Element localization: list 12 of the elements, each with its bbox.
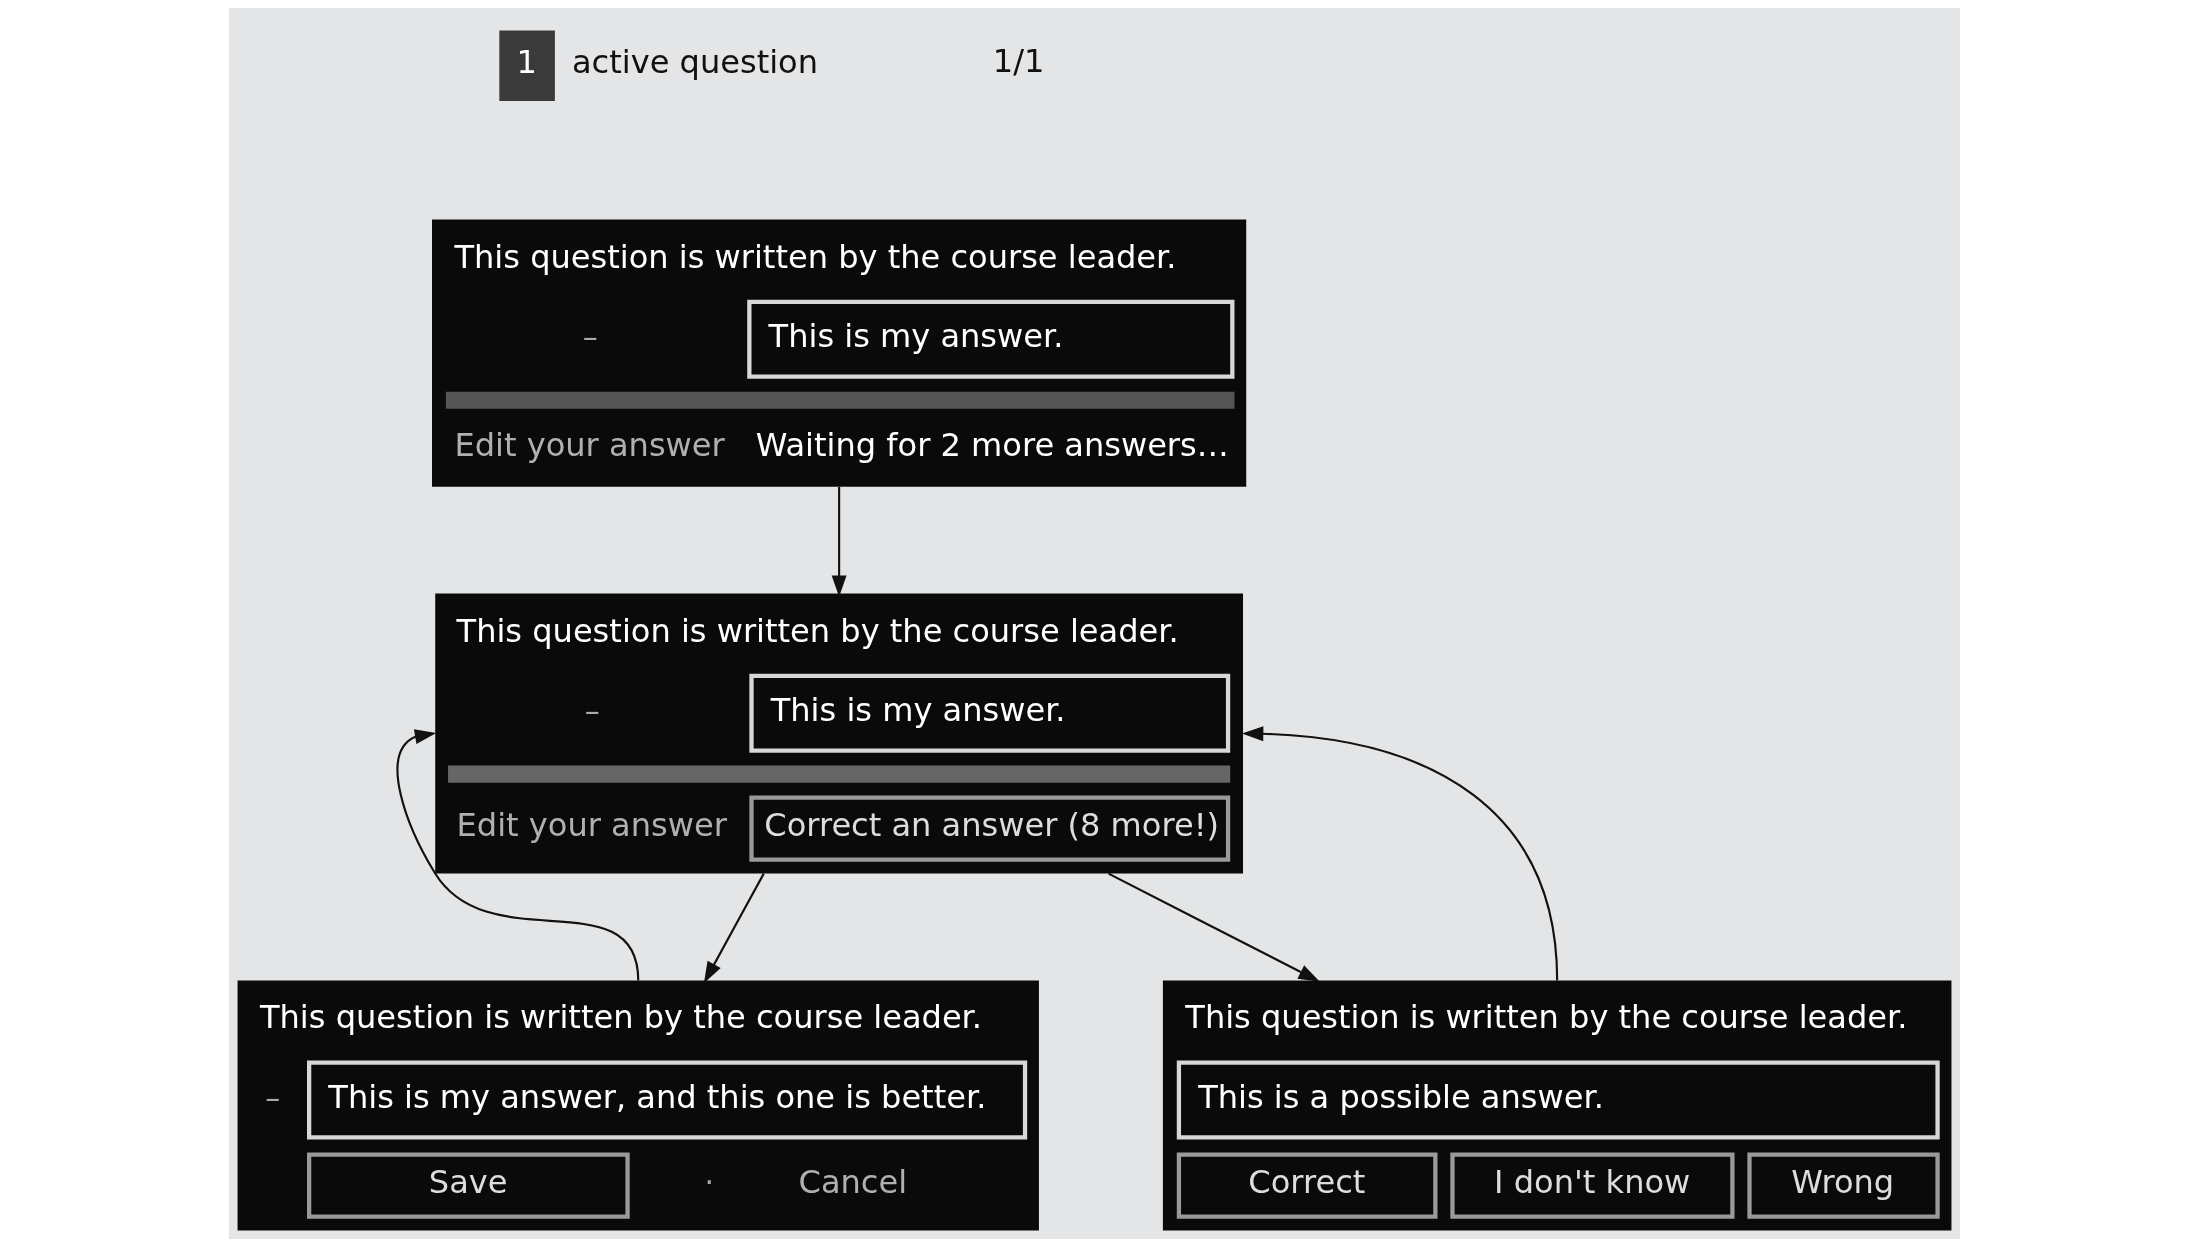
- node-box: 1: [499, 30, 555, 101]
- arrow: [396, 729, 640, 981]
- node-box: This question is written by the course leader. – This is my answer. Edit your answer Waiting for 2 more answers…: [432, 219, 1247, 487]
- node-box: This question is written by the course leader. This is a possible answer. Correct I don't know Wrong: [1162, 980, 1952, 1231]
- node-box: This question is written by the course leader. – This is my answer. Edit your answer Correct an answer (8 more!): [435, 593, 1243, 874]
- arrow: [1241, 726, 1559, 981]
- arrow: [703, 873, 765, 984]
- node-box: This question is written by the course leader. – This is my answer, and this one is better. Save · Cancel: [237, 980, 1039, 1231]
- label: 1/1: [992, 42, 1045, 81]
- node-label: active question: [571, 43, 819, 82]
- arrow: [1108, 872, 1320, 982]
- arrow: [831, 486, 847, 597]
